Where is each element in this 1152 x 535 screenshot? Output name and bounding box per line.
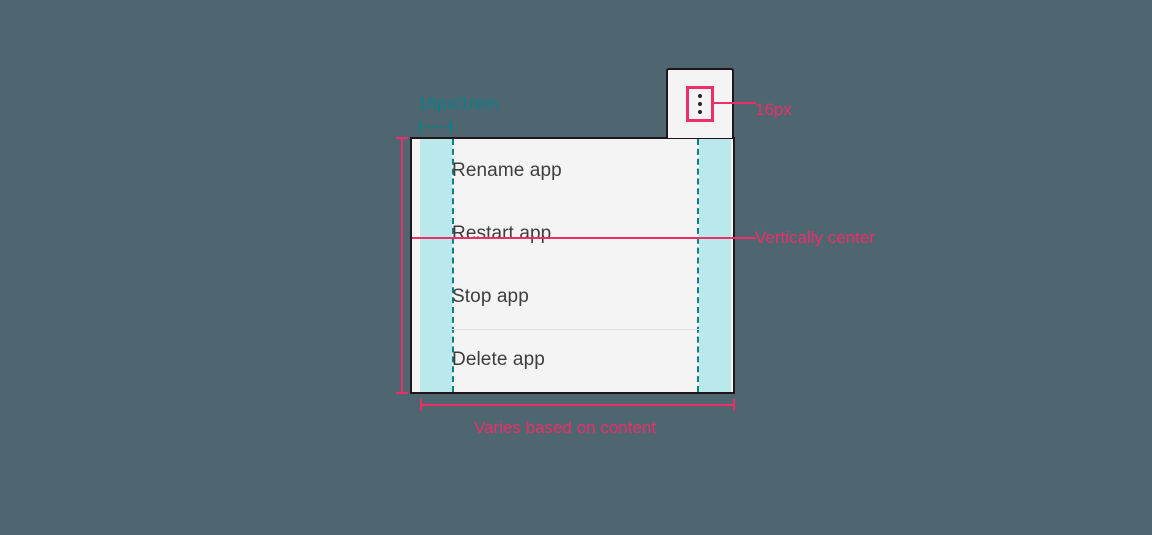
padding-swatch-right	[699, 139, 731, 392]
dimension-line-menu-height	[396, 137, 408, 394]
leader-line-trigger-size	[711, 102, 756, 104]
padding-measure-bracket	[419, 121, 452, 133]
dimension-line-menu-width	[420, 399, 735, 411]
annotation-padding-label: 16px/1rem	[418, 94, 499, 113]
kebab-dot	[698, 94, 702, 98]
overflow-menu-panel: Rename app Restart app Stop app Delete a…	[410, 137, 735, 394]
menu-item-label: Rename app	[452, 159, 562, 181]
menu-item-rename-app[interactable]: Rename app	[412, 139, 733, 202]
overflow-menu-vertical-icon	[686, 86, 714, 122]
padding-swatch-left	[420, 139, 452, 392]
menu-item-delete-app[interactable]: Delete app	[412, 328, 733, 392]
annotation-width-label: Varies based on content	[474, 418, 657, 437]
menu-item-stop-app[interactable]: Stop app	[412, 266, 733, 329]
kebab-dot	[698, 102, 702, 106]
padding-guide-right	[697, 139, 699, 392]
padding-guide-left	[452, 139, 454, 392]
menu-item-label: Stop app	[452, 286, 529, 308]
overflow-menu-list: Rename app Restart app Stop app Delete a…	[412, 139, 733, 392]
menu-item-label: Delete app	[452, 349, 545, 371]
leader-line-vertical-center	[412, 237, 756, 239]
menu-item-restart-app[interactable]: Restart app	[412, 202, 733, 265]
menu-item-label: Restart app	[452, 222, 552, 244]
annotation-vertical-center-label: Vertically center	[755, 228, 875, 247]
kebab-dot	[698, 110, 702, 114]
annotation-trigger-size-label: 16px	[755, 100, 792, 119]
